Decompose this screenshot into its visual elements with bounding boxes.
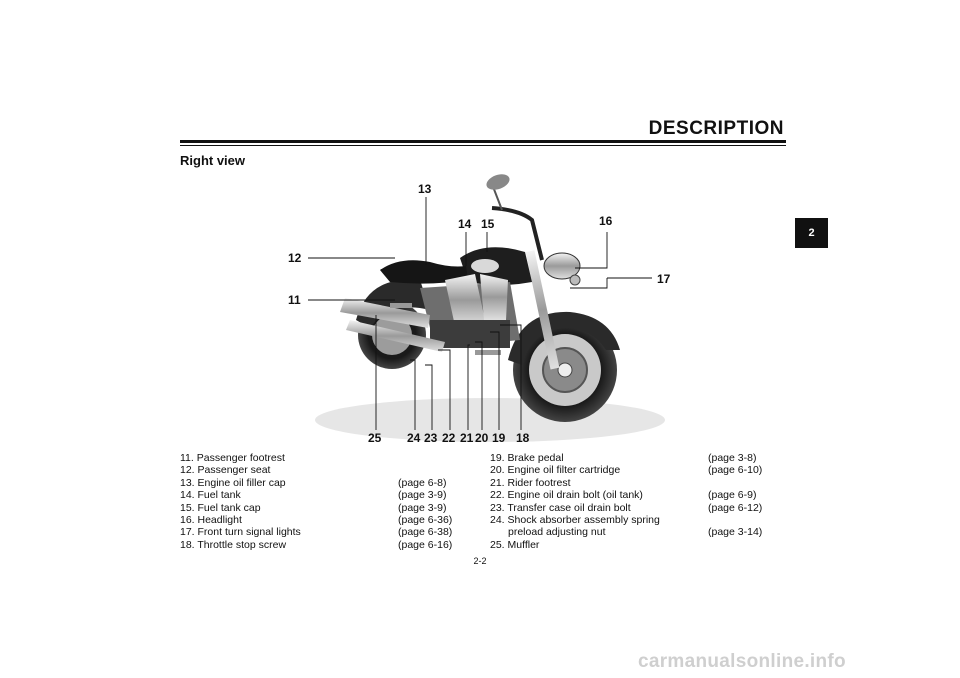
parts-row: 18. Throttle stop screw (page 6-16) <box>180 539 470 551</box>
callout-21: 21 <box>460 431 474 445</box>
mirror <box>486 174 510 190</box>
part-label: 11. Passenger footrest <box>180 452 285 464</box>
exhaust-pipe <box>346 320 445 352</box>
parts-list-right: 19. Brake pedal (page 3-8) 20. Engine oil… <box>490 452 780 551</box>
tank-badge <box>471 259 499 273</box>
callout-11: 11 <box>288 293 301 307</box>
callout-15: 15 <box>481 217 495 231</box>
part-page-ref: (page 3-8) <box>708 452 757 464</box>
passenger-footrest-shape <box>390 303 412 308</box>
muffler <box>340 298 430 328</box>
section-title: Right view <box>180 153 246 168</box>
page-header-title: DESCRIPTION <box>648 118 784 139</box>
parts-row: 15. Fuel tank cap (page 3-9) <box>180 502 470 514</box>
part-label: 22. Engine oil drain bolt (oil tank) <box>490 489 643 502</box>
part-page-ref: (page 6-9) <box>708 489 757 502</box>
part-label: 16. Headlight <box>180 513 242 526</box>
parts-row: preload adjusting nut (page 3-14) <box>490 526 780 538</box>
handlebar <box>491 206 544 261</box>
chapter-tab: 2 <box>795 218 828 248</box>
seat <box>380 260 468 284</box>
part-label: 14. Fuel tank <box>180 489 241 502</box>
parts-row: 16. Headlight (page 6-36) <box>180 514 470 526</box>
parts-row: 13. Engine oil filler cap (page 6-8) <box>180 477 470 489</box>
headlight <box>543 252 581 280</box>
part-page-ref <box>708 514 780 526</box>
motorcycle-illustration: 12 11 13 14 15 16 17 25 24 23 22 21 20 1… <box>288 174 671 445</box>
callout-19: 19 <box>492 431 506 445</box>
part-label: 15. Fuel tank cap <box>180 501 261 514</box>
part-page-ref: (page 6-16) <box>398 538 453 551</box>
callout-25: 25 <box>368 431 382 445</box>
part-page-ref: (page 6-8) <box>398 476 447 489</box>
turn-signal <box>569 274 581 286</box>
leader-lines <box>308 197 652 430</box>
header-rule-thin <box>180 145 786 146</box>
part-page-ref <box>708 539 780 551</box>
parts-row: 19. Brake pedal (page 3-8) <box>490 452 780 464</box>
part-label: 25. Muffler <box>490 538 540 551</box>
part-page-ref: (page 3-14) <box>708 526 763 539</box>
part-page-ref: (page 6-38) <box>398 526 453 539</box>
part-page-ref <box>708 477 780 489</box>
part-label: 17. Front turn signal lights <box>180 526 301 539</box>
part-page-ref: (page 6-10) <box>708 464 763 477</box>
engine-cylinder <box>445 274 485 326</box>
front-fender <box>508 311 620 365</box>
part-page-ref <box>398 452 470 464</box>
parts-list-left: 11. Passenger footrest 12. Passenger sea… <box>180 452 470 551</box>
part-label: 13. Engine oil filler cap <box>180 476 286 489</box>
part-label: 19. Brake pedal <box>490 452 564 464</box>
part-label: 20. Engine oil filter cartridge <box>490 464 621 477</box>
parts-row: 25. Muffler <box>490 539 780 551</box>
callout-12: 12 <box>288 251 302 265</box>
part-label: 18. Throttle stop screw <box>180 538 287 551</box>
callout-24: 24 <box>407 431 421 445</box>
callout-13: 13 <box>418 182 432 196</box>
part-page-ref: (page 3-9) <box>398 489 447 502</box>
parts-row: 14. Fuel tank (page 3-9) <box>180 489 470 501</box>
parts-row: 21. Rider footrest <box>490 477 780 489</box>
part-page-ref: (page 6-36) <box>398 513 453 526</box>
part-page-ref: (page 3-9) <box>398 501 447 514</box>
parts-row: 22. Engine oil drain bolt (oil tank) (pag… <box>490 489 780 501</box>
front-fork <box>525 250 560 370</box>
watermark: carmanualsonline.info <box>638 651 846 672</box>
parts-row: 24. Shock absorber assembly spring <box>490 514 780 526</box>
parts-row: 12. Passenger seat <box>180 464 470 476</box>
callout-22: 22 <box>442 431 456 445</box>
parts-row: 11. Passenger footrest <box>180 452 470 464</box>
part-page-ref: (page 6-12) <box>708 501 763 514</box>
page-number: 2-2 <box>473 556 487 566</box>
part-page-ref <box>398 464 470 476</box>
part-label: 23. Transfer case oil drain bolt <box>490 501 631 514</box>
callout-14: 14 <box>458 217 472 231</box>
motorcycle-figure: 12 11 13 14 15 16 17 25 24 23 22 21 20 1… <box>270 170 690 450</box>
parts-row: 23. Transfer case oil drain bolt (page 6-… <box>490 502 780 514</box>
header-rule-thick <box>180 140 786 143</box>
part-label: preload adjusting nut <box>508 526 606 539</box>
parts-row: 20. Engine oil filter cartridge (page 6-1… <box>490 464 780 476</box>
front-hub <box>557 362 573 378</box>
part-label: 24. Shock absorber assembly spring <box>490 513 660 526</box>
callout-17: 17 <box>657 272 671 286</box>
engine-cylinder-2 <box>480 274 508 320</box>
callout-23: 23 <box>424 431 438 445</box>
callout-18: 18 <box>516 431 530 445</box>
part-label: 12. Passenger seat <box>180 464 271 477</box>
rider-footrest-shape <box>475 350 501 355</box>
part-label: 21. Rider footrest <box>490 476 571 489</box>
callout-16: 16 <box>599 214 613 228</box>
callout-20: 20 <box>475 431 489 445</box>
parts-row: 17. Front turn signal lights (page 6-38) <box>180 526 470 538</box>
